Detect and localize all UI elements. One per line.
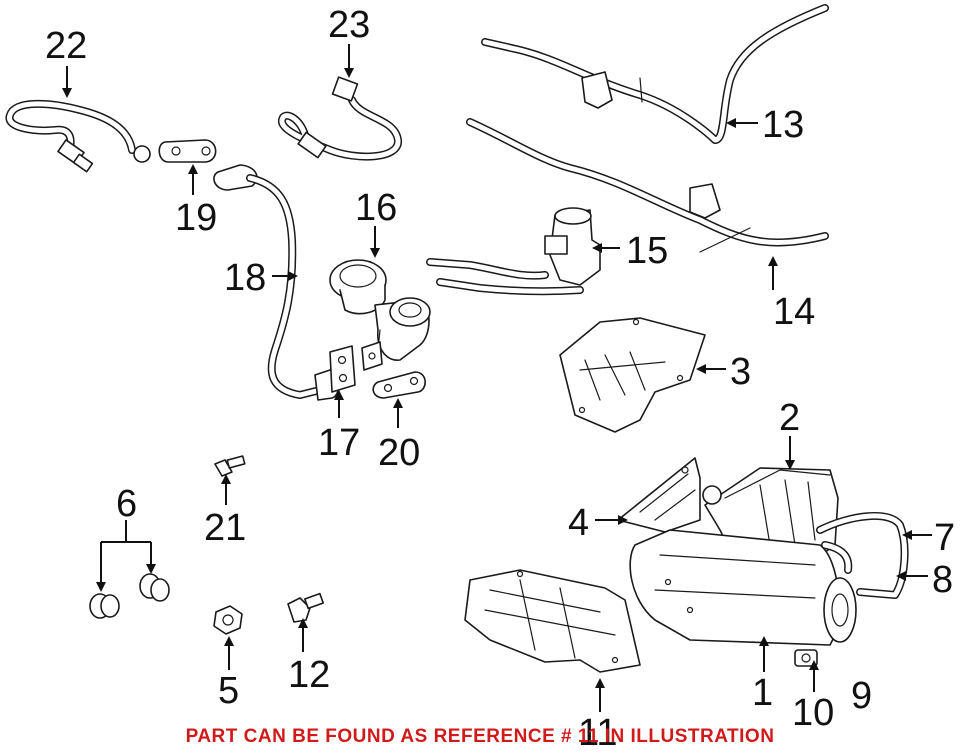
part-1-vapor-canister [629, 529, 857, 646]
caption-text: PART CAN BE FOUND AS REFERENCE # 11 IN I… [186, 726, 775, 747]
part-14-fuel-line [466, 118, 829, 253]
callout-19: 19 [175, 197, 217, 239]
callout-1: 1 [752, 672, 773, 714]
callout-7: 7 [934, 517, 955, 559]
callout-18: 18 [224, 257, 266, 299]
callout-9: 9 [851, 675, 872, 717]
part-22-oxygen-sensor [5, 99, 151, 173]
part-16-egr-valve [329, 259, 431, 361]
callout-3: 3 [730, 351, 751, 393]
part-5-nut [213, 605, 243, 635]
callout-8: 8 [932, 559, 953, 601]
leader-lines [62, 44, 932, 712]
part-4-bracket [617, 457, 701, 533]
part-6-grommets [89, 573, 170, 619]
part-23-oxygen-sensor [278, 76, 402, 161]
callout-13: 13 [762, 104, 804, 146]
callout-17: 17 [318, 422, 360, 464]
part-7-8-hoses [816, 511, 909, 599]
callout-22: 22 [45, 25, 87, 67]
callout-20: 20 [378, 432, 420, 474]
part-17-gasket [329, 341, 383, 393]
callout-14: 14 [773, 291, 815, 333]
part-15-purge-valve [426, 207, 601, 296]
callout-16: 16 [355, 187, 397, 229]
part-19-gasket [158, 139, 217, 163]
callout-6: 6 [116, 483, 137, 525]
part-20-gasket [372, 371, 426, 399]
part-12-bolt [287, 592, 325, 623]
callout-21: 21 [204, 507, 246, 549]
callout-12: 12 [288, 654, 330, 696]
callout-2: 2 [779, 397, 800, 439]
part-3-heat-shield [559, 317, 706, 433]
callout-4: 4 [568, 502, 589, 544]
callout-10: 10 [792, 692, 834, 734]
callout-11: 11 [578, 712, 617, 753]
callout-23: 23 [328, 4, 370, 46]
part-11-heat-shield [464, 569, 641, 673]
part-21-bolt [214, 455, 246, 477]
callout-5: 5 [218, 670, 239, 712]
part-13-fuel-line [481, 4, 829, 144]
callout-15: 15 [626, 230, 668, 272]
